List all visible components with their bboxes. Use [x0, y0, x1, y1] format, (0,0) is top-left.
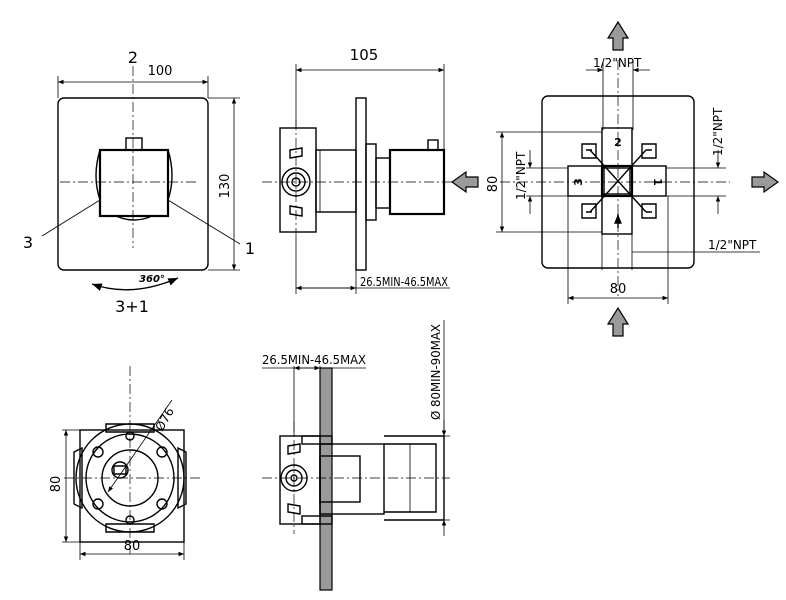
rotation-arrow — [91, 277, 179, 291]
handle-lever — [125, 137, 143, 151]
port-view: 2 3 1 1/2"NPT 1/2"NPT 80 1/2"NPT — [450, 20, 780, 337]
valve-bracket — [279, 127, 317, 233]
mounting-square — [79, 429, 185, 543]
side-length-dim: 105 — [350, 46, 379, 64]
flow-arrow-top — [606, 20, 630, 51]
label-outlet-1: 1 — [245, 239, 255, 258]
bottom-diameter-dim: Ø76 — [152, 405, 176, 433]
npt-top-label: 1/2"NPT — [593, 56, 642, 70]
port-height-dim: 80 — [486, 176, 501, 193]
handle-body — [95, 149, 173, 201]
label-handle-2: 2 — [128, 48, 138, 67]
valve-body — [315, 149, 357, 213]
handle-cap — [98, 148, 170, 218]
front-view: 100 2 130 3 1 360° 3+1 — [23, 48, 255, 316]
port-width-dim: 80 — [610, 282, 627, 297]
bottom-height-dim: 80 — [49, 476, 64, 493]
side-view: 105 26.5MIN-46.5MAX — [262, 46, 452, 294]
side-handle — [375, 157, 391, 209]
rotation-label: 360° — [139, 274, 165, 285]
npt-bottom-label: 1/2"NPT — [708, 238, 757, 252]
npt-left-label: 1/2"NPT — [514, 151, 528, 200]
flow-arrow-right — [751, 170, 780, 194]
handle-base — [115, 215, 153, 221]
flow-arrow-left — [450, 170, 479, 194]
section-view: 26.5MIN-46.5MAX Ø 80MIN-90MAX — [262, 320, 450, 591]
label-outlet-3: 3 — [23, 233, 33, 252]
wall-hole-dim: Ø 80MIN-90MAX — [429, 324, 443, 420]
bottom-width-dim: 80 — [124, 539, 141, 554]
bottom-view: Ø76 80 80 — [49, 366, 200, 560]
side-depth-range: 26.5MIN-46.5MAX — [360, 275, 448, 289]
sequence-label: 3+1 — [115, 297, 149, 316]
flow-arrow-bottom — [606, 306, 630, 337]
section-depth-range: 26.5MIN-46.5MAX — [262, 353, 366, 367]
wall-section — [319, 367, 333, 591]
wall-plate — [355, 97, 367, 271]
port-label-2: 2 — [614, 136, 622, 149]
npt-right-label: 1/2"NPT — [711, 107, 725, 156]
front-width-dim: 100 — [148, 64, 173, 79]
front-height-dim: 130 — [218, 174, 233, 199]
